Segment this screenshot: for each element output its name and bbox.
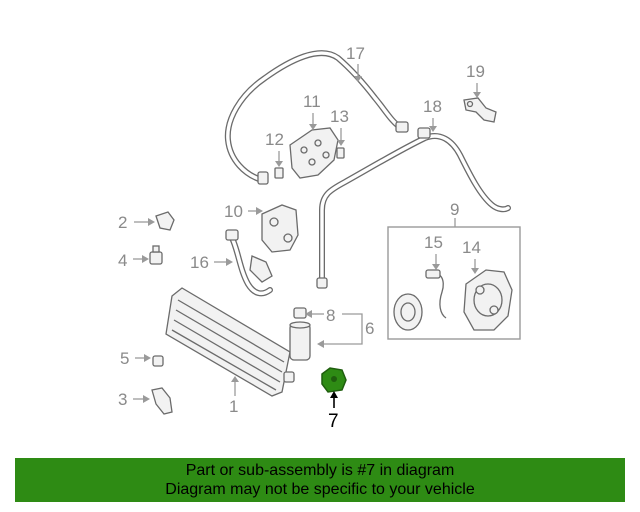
part-12-bolt[interactable] [274,167,284,179]
callout-10: 10 [224,202,243,221]
callout-1: 1 [229,397,238,416]
part-17-hose[interactable] [224,50,409,185]
callout-15: 15 [424,233,443,252]
assembly-9-box [387,226,521,340]
callout-11: 11 [303,92,321,111]
callout-4: 4 [118,251,127,270]
leader-6-arrow [317,340,324,348]
part-1-condenser[interactable] [165,287,295,397]
leader-19-arrow [473,92,481,98]
callout-9: 9 [450,200,459,219]
callout-16: 16 [190,253,209,272]
banner-line-2: Diagram may not be specific to your vehi… [165,481,475,498]
part-10-bracket[interactable] [261,204,299,253]
part-11-bracket[interactable] [289,127,339,179]
callout-2: 2 [118,213,127,232]
part-7-highlighted[interactable] [321,367,347,393]
leader-8-arrow [305,310,312,318]
banner-line-1: Part or sub-assembly is #7 in diagram [185,462,455,479]
leader-18-arrow [429,126,437,132]
part-18-tube[interactable] [316,127,511,289]
callout-5: 5 [120,349,129,368]
part-2-bracket[interactable] [155,211,175,231]
callout-7: 7 [328,411,339,432]
leader-15-arrow [432,264,440,270]
leader-12-arrow [275,161,283,167]
leader-7-arrow [330,391,338,398]
callout-6: 6 [365,319,374,338]
leader-10-arrow [256,207,263,215]
part-16-hose[interactable] [225,229,273,297]
part-6-receiver-drier[interactable] [289,321,311,361]
callout-14: 14 [462,238,481,257]
part-19-bracket[interactable] [463,97,497,123]
leader-2-arrow [148,218,155,226]
callout-3: 3 [118,390,127,409]
callout-8: 8 [326,306,335,325]
leader-1-arrow [231,376,239,382]
leader-16-arrow [226,258,233,266]
leader-5-arrow [144,354,151,362]
leader-11-arrow [309,124,317,130]
leader-17-arrow [354,76,362,82]
part-13-bolt[interactable] [336,147,345,159]
part-4-bolt[interactable] [149,245,163,265]
parts-diagram: 17 19 18 11 13 12 2 [118,44,521,432]
callout-17: 17 [346,44,365,63]
leader-13-arrow [337,140,345,146]
leader-14-arrow [471,268,479,274]
part-14-compressor[interactable] [463,269,513,331]
callout-19: 19 [466,62,485,81]
part-8-cap[interactable] [293,307,307,319]
leader-3-arrow [143,395,150,403]
part-3-bracket[interactable] [151,387,173,415]
part-5-bolt[interactable] [152,355,164,367]
info-banner: Part or sub-assembly is #7 in diagram Di… [15,458,625,502]
leader-6 [322,313,363,345]
callout-13: 13 [330,107,349,126]
part-15-clutch[interactable] [393,269,447,331]
callout-12: 12 [265,130,284,149]
leader-4-arrow [142,255,149,263]
callout-18: 18 [423,97,442,116]
